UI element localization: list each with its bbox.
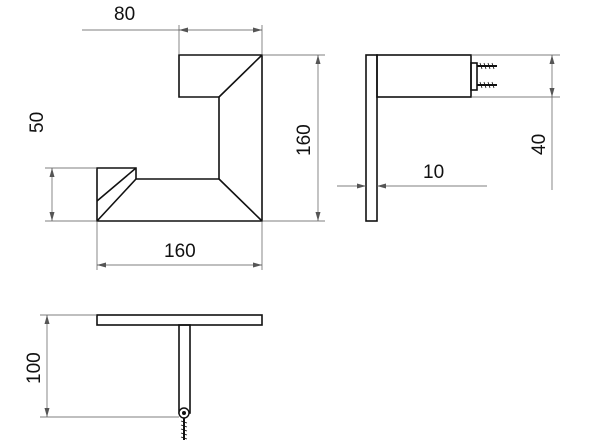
dimension-label-top-width: 80: [114, 4, 135, 25]
dimension-160-vertical: 160: [262, 54, 325, 222]
front-view: 80 50 160 160: [27, 4, 325, 270]
front-view-bevel: [96, 54, 263, 222]
dimension-label-plate-thickness: 10: [423, 162, 444, 183]
dimension-label-total-width: 160: [164, 241, 196, 262]
dimension-80: 80: [82, 4, 263, 55]
screw-head-icon: [178, 407, 190, 440]
side-view-plug: [470, 62, 478, 91]
dimension-label-step-height: 50: [27, 112, 48, 133]
screw-icon: [477, 62, 497, 89]
side-view: 10 40: [337, 54, 560, 222]
dimension-label-projection: 100: [24, 352, 45, 384]
dimension-50: 50: [27, 112, 97, 222]
dimension-10: 10: [337, 162, 487, 189]
dimension-label-depth: 40: [529, 134, 550, 155]
dimension-label-total-height: 160: [294, 124, 315, 156]
dimension-100: 100: [24, 314, 179, 418]
side-view-arm: [376, 54, 472, 98]
dimension-40: 40: [471, 54, 560, 190]
dimension-160-horizontal: 160: [96, 221, 263, 270]
top-view: 100: [24, 314, 263, 440]
top-view-plate: [96, 314, 263, 326]
side-view-plate: [365, 54, 378, 222]
top-view-arm: [178, 324, 191, 414]
